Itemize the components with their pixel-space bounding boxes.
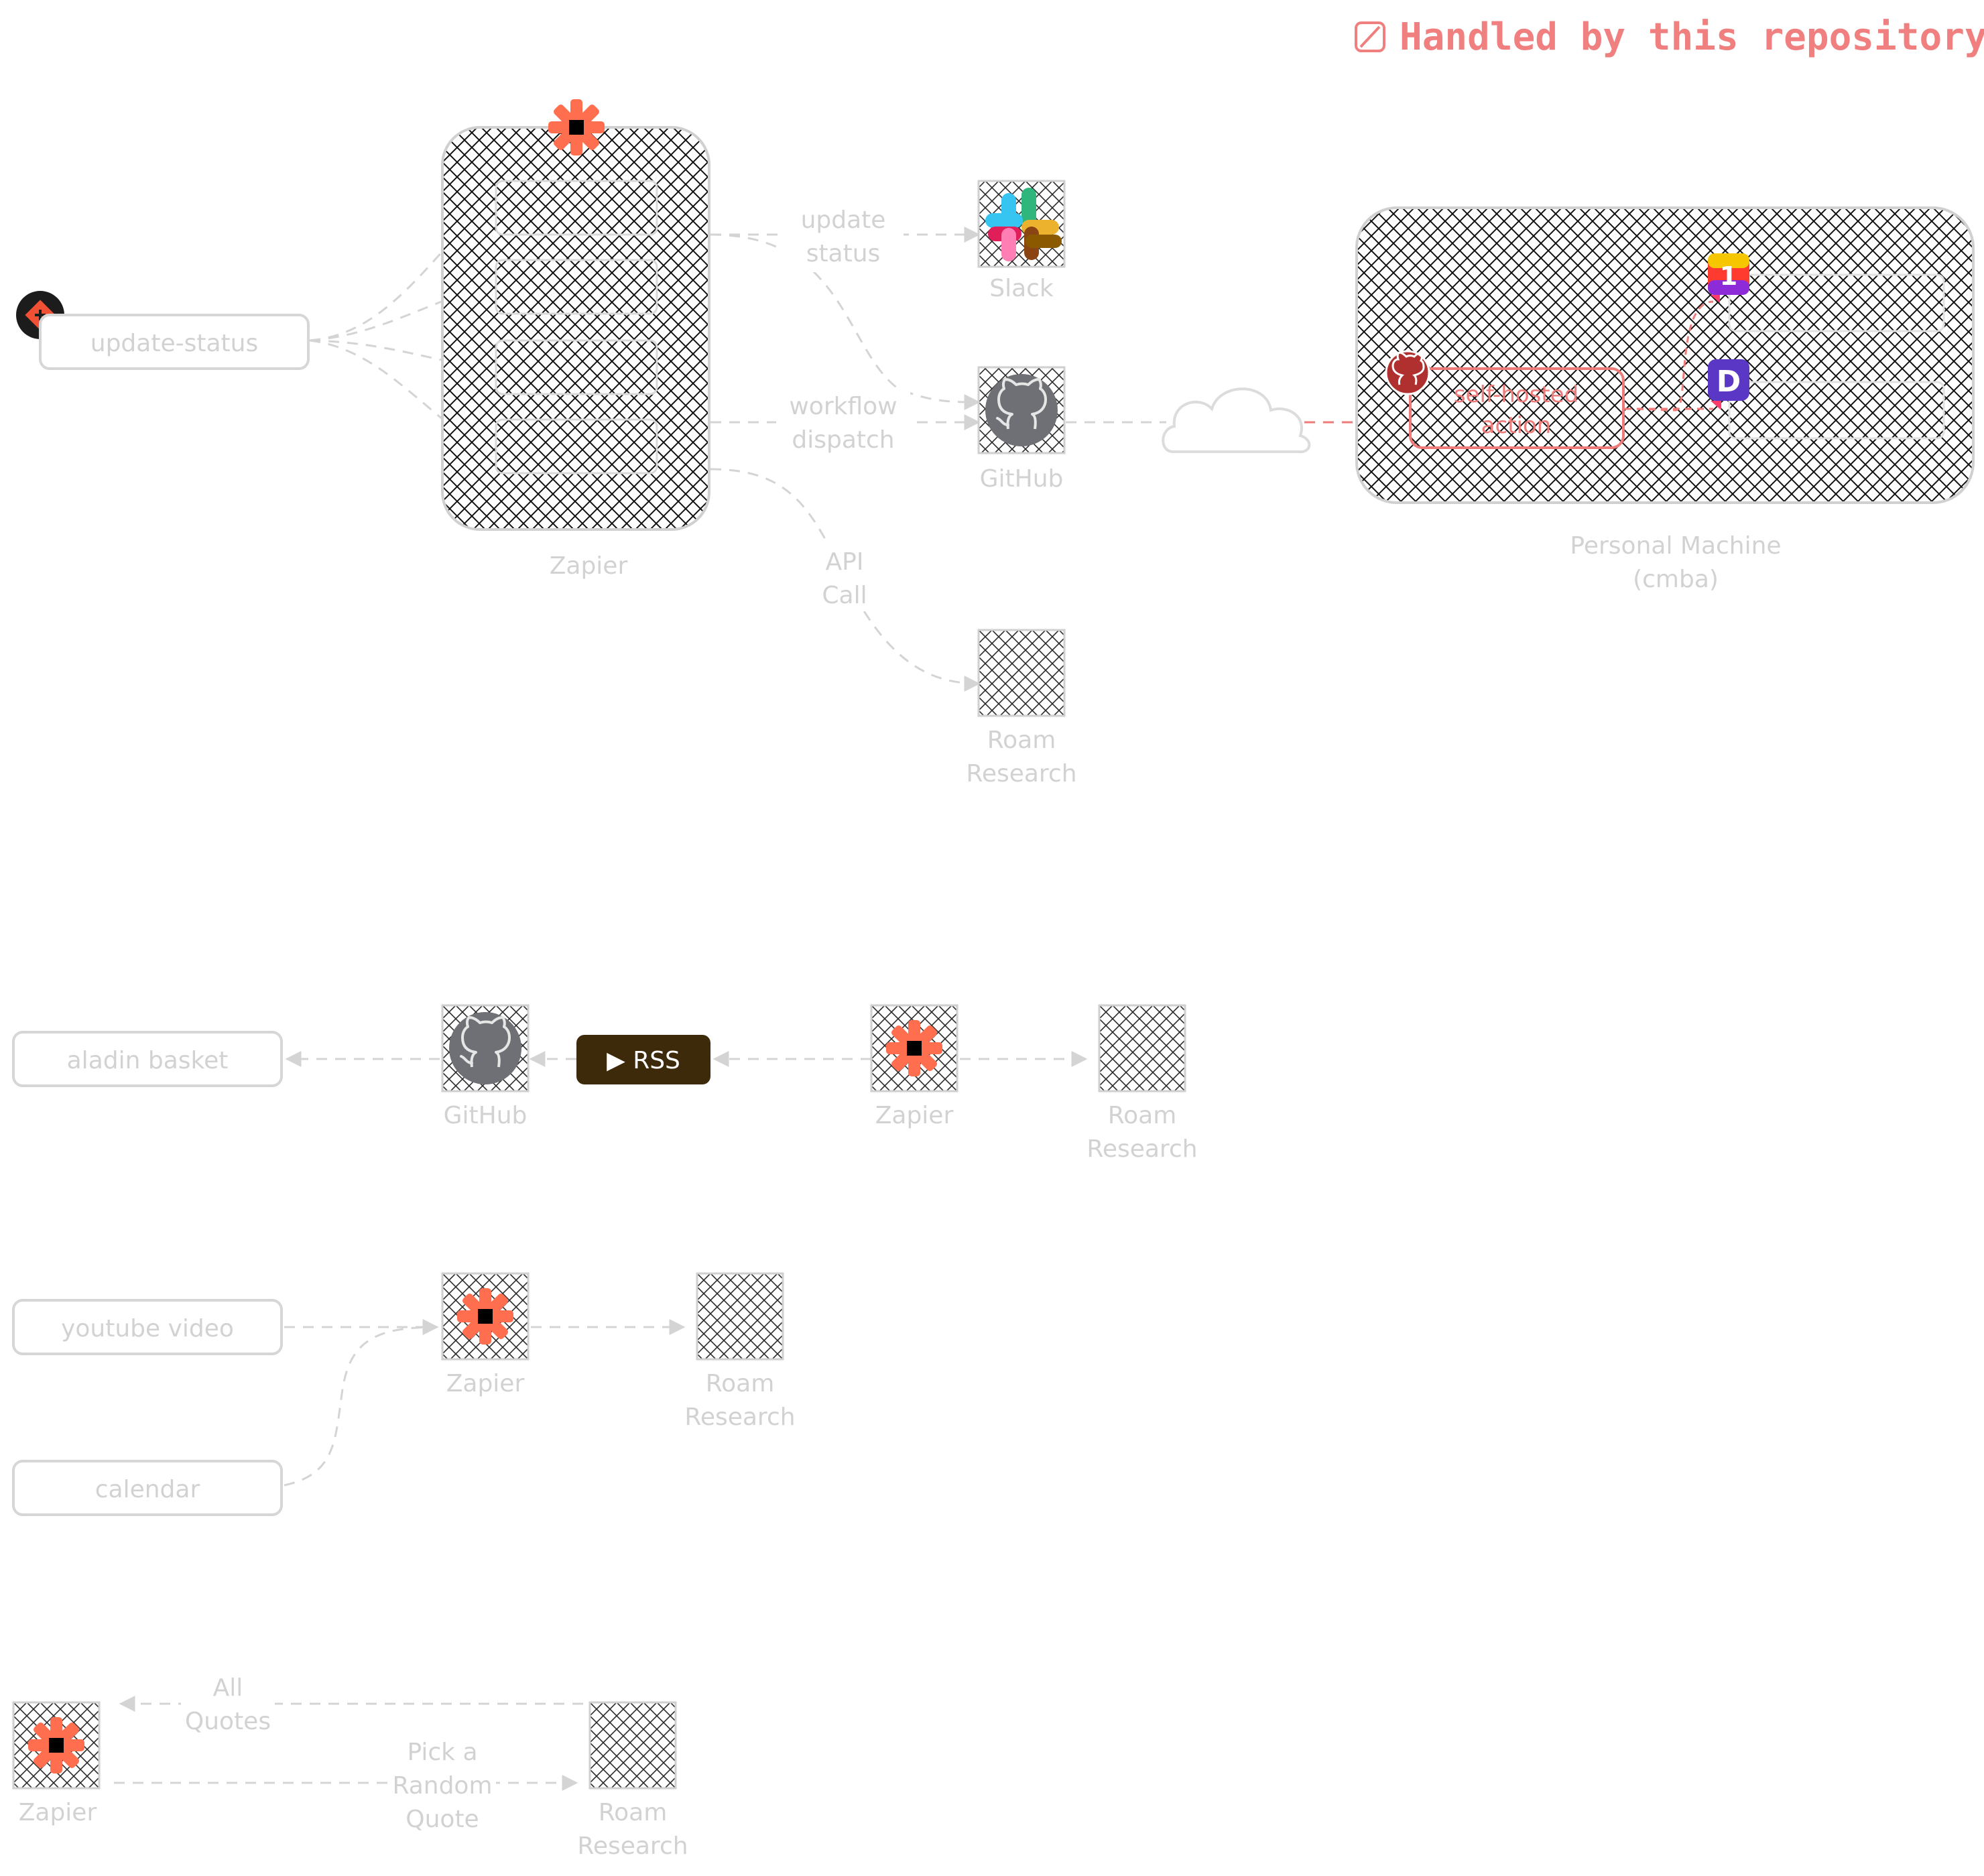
rss-roam-label-2: Research	[1087, 1135, 1197, 1163]
roam-node	[977, 629, 1066, 717]
edge-api-call	[710, 468, 981, 692]
rss-github-node	[441, 1004, 530, 1092]
svg-text:D: D	[1717, 365, 1741, 399]
slack-label: Slack	[989, 275, 1054, 302]
rss-zapier-label: Zapier	[875, 1102, 954, 1129]
machine-label-1: Personal Machine	[1570, 532, 1781, 560]
self-hosted-action	[1409, 367, 1625, 449]
update-status-trigger[interactable]	[39, 314, 310, 370]
self-hosted-label-1: self-hosted	[1454, 381, 1578, 408]
dash-step	[1728, 381, 1945, 440]
quotes-roam-node	[588, 1701, 677, 1790]
yt-roam-node	[696, 1272, 784, 1361]
update-status-edge-label-2: status	[806, 240, 881, 267]
update-status-edge-label-1: update	[801, 206, 886, 234]
github-icon	[448, 1011, 523, 1086]
aladin-label: aladin basket	[67, 1047, 229, 1074]
quotes-roam-label-2: Research	[577, 1832, 688, 1860]
onepassword-icon: 1	[1708, 253, 1749, 303]
zapier-icon	[28, 1717, 84, 1773]
rss-zapier-node	[870, 1004, 958, 1092]
yt-roam-label-1: Roam	[706, 1370, 775, 1397]
machine-label-2: (cmba)	[1633, 566, 1719, 593]
pick-label-3: Quote	[406, 1806, 479, 1833]
rss-badge	[576, 1035, 710, 1084]
personal-machine-container	[1355, 206, 1975, 504]
self-hosted-label-2: action	[1481, 412, 1552, 439]
self-hosted-github-icon	[1385, 350, 1430, 395]
zapier-container	[441, 126, 710, 531]
calendar-node[interactable]	[12, 1460, 283, 1516]
zapier-icon	[548, 99, 605, 155]
github-icon	[984, 373, 1059, 448]
zapier-step	[495, 259, 658, 315]
yt-zapier-label: Zapier	[446, 1370, 525, 1397]
yt-roam-label-2: Research	[684, 1403, 795, 1431]
zapier-steps	[495, 180, 658, 475]
legend-hatch-icon	[1355, 21, 1385, 52]
youtube-label: youtube video	[61, 1315, 234, 1342]
quotes-zapier-node	[12, 1701, 101, 1790]
quotes-roam-label-1: Roam	[599, 1799, 668, 1826]
rss-label: ▶ RSS	[607, 1047, 680, 1074]
zapier-icon	[457, 1288, 513, 1345]
youtube-video-node[interactable]	[12, 1299, 283, 1355]
zapier-label: Zapier	[550, 552, 628, 580]
calendar-label: calendar	[95, 1476, 200, 1503]
legend: Handled by this repository	[1355, 15, 1984, 59]
onepassword-step	[1728, 273, 1945, 332]
all-quotes-label-1: All	[213, 1674, 243, 1702]
rss-roam-node	[1098, 1004, 1186, 1092]
cloud-icon	[1162, 387, 1311, 454]
api-call-label-1: API	[826, 548, 864, 576]
rss-github-label: GitHub	[444, 1102, 528, 1129]
edge-calendar-zapier	[284, 1319, 439, 1487]
dash-icon: D	[1708, 359, 1749, 410]
legend-text: Handled by this repository	[1400, 15, 1984, 59]
github-label: GitHub	[980, 465, 1064, 493]
update-status-label: update-status	[90, 330, 258, 357]
slack-node	[977, 180, 1066, 268]
zapier-step	[495, 180, 658, 236]
github-node	[977, 366, 1066, 454]
api-call-label-2: Call	[822, 582, 867, 609]
roam-label-1: Roam	[987, 727, 1056, 754]
workflow-dispatch-label-2: dispatch	[792, 426, 894, 454]
quotes-zapier-label: Zapier	[19, 1799, 97, 1826]
zapier-icon	[886, 1020, 942, 1076]
roam-label-2: Research	[966, 760, 1076, 788]
yt-zapier-node	[441, 1272, 530, 1361]
slack-icon	[985, 188, 1062, 261]
pick-label-1: Pick a	[407, 1739, 477, 1766]
zapier-step	[495, 418, 658, 475]
zapier-step	[495, 339, 658, 395]
aladin-basket-node[interactable]	[12, 1031, 283, 1087]
svg-text:1: 1	[1720, 261, 1737, 291]
workflow-dispatch-label-1: workflow	[789, 393, 897, 420]
rss-roam-label-1: Roam	[1108, 1102, 1177, 1129]
all-quotes-label-2: Quotes	[185, 1708, 271, 1735]
pick-label-2: Random	[392, 1772, 492, 1800]
